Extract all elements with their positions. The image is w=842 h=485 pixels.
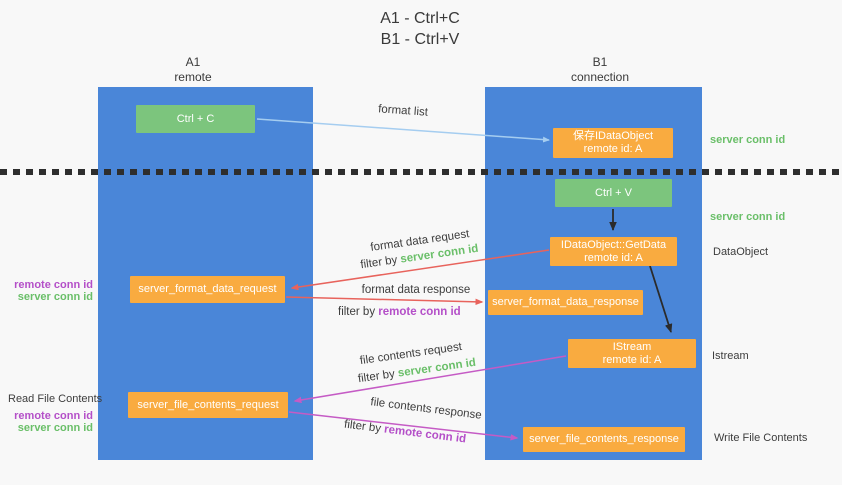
node-save-idataobject: 保存IDataObject remote id: A: [553, 128, 673, 158]
lane-a-role: remote: [174, 70, 212, 84]
file-contents-response-flow-label: file contents response: [369, 396, 483, 422]
filter-prefix: filter by: [343, 418, 382, 435]
ctrl-c-label: Ctrl + C: [176, 112, 215, 125]
server-file-contents-request-label: server_file_contents_request: [137, 398, 279, 411]
format-list-flow-label: format list: [377, 103, 429, 119]
save-idataobject-line1: 保存IDataObject: [572, 130, 654, 142]
filter-prefix: filter by: [357, 368, 396, 386]
node-ctrl-v: Ctrl + V: [555, 179, 672, 207]
getdata-line2: remote id: A: [584, 251, 643, 264]
node-istream: IStream remote id: A: [568, 339, 696, 368]
remote-conn-id-mid-label: remote conn id: [14, 279, 93, 291]
node-server-file-contents-request: server_file_contents_request: [128, 392, 288, 418]
node-ctrl-c: Ctrl + C: [136, 105, 255, 133]
server-conn-id-top-label: server conn id: [710, 134, 786, 146]
diagram-title: A1 - Ctrl+C B1 - Ctrl+V: [320, 8, 520, 50]
istream-line2: remote id: A: [602, 353, 662, 366]
node-server-format-data-request: server_format_data_request: [130, 276, 285, 303]
format-data-response-flow-label: format data response: [361, 284, 471, 296]
lane-a-header: A1 remote: [143, 55, 243, 85]
filter-prefix: filter by: [359, 254, 399, 272]
node-server-format-data-response: server_format_data_response: [488, 290, 643, 315]
istream-line1: IStream: [612, 340, 652, 353]
dataobject-label: DataObject: [713, 246, 769, 258]
filter-prefix: filter by: [338, 306, 376, 318]
read-file-contents-label: Read File Contents: [8, 393, 103, 405]
node-idataobject-getdata: IDataObject::GetData remote id: A: [550, 237, 677, 266]
save-idataobject-line2: remote id: A: [583, 143, 643, 155]
title-line-1: A1 - Ctrl+C: [380, 10, 460, 27]
remote-conn-id-bottom-label: remote conn id: [14, 410, 93, 422]
section-divider: [0, 169, 842, 175]
format-data-response-filter-label: filter by remote conn id: [338, 306, 461, 319]
lane-b-role: connection: [570, 70, 630, 84]
node-server-file-contents-response: server_file_contents_response: [523, 427, 685, 452]
getdata-line1: IDataObject::GetData: [560, 238, 667, 251]
server-conn-id-left-bottom-label: server conn id: [17, 422, 93, 434]
server-file-contents-response-label: server_file_contents_response: [529, 433, 679, 445]
file-contents-response-filter-label: filter by remote conn id: [339, 418, 472, 447]
left-mid-labels: remote conn id server conn id: [0, 279, 93, 303]
server-format-data-request-label: server_format_data_request: [138, 283, 277, 295]
server-conn-id-left-mid-label: server conn id: [17, 291, 93, 303]
server-format-data-response-label: server_format_data_response: [492, 296, 639, 308]
lane-a-name: A1: [185, 55, 201, 69]
filter-key-remote-conn-id: remote conn id: [383, 423, 467, 446]
istream-side-label: Istream: [712, 350, 749, 362]
ctrl-v-label: Ctrl + V: [595, 186, 632, 199]
write-file-contents-label: Write File Contents: [714, 432, 808, 444]
arrow-format-data-response: [285, 296, 484, 306]
lane-b-header: B1 connection: [550, 55, 650, 85]
server-conn-id-mid-label: server conn id: [710, 211, 786, 223]
title-line-2: B1 - Ctrl+V: [380, 31, 460, 48]
lane-b-name: B1: [592, 55, 608, 69]
filter-key-remote-conn-id: remote conn id: [378, 306, 461, 318]
left-bottom-labels: remote conn id server conn id: [0, 410, 93, 434]
